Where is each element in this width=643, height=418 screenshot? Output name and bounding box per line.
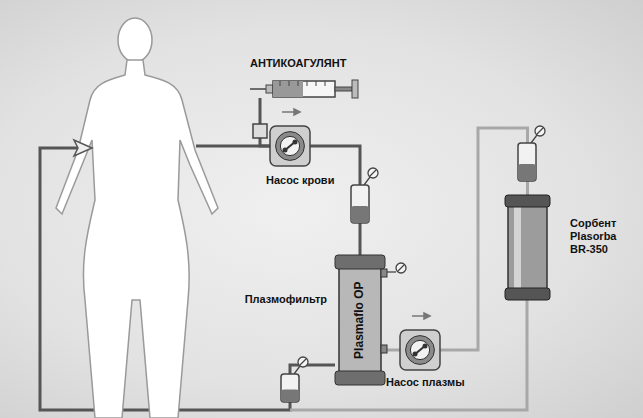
sorbent-label: Сорбент Plasorba BR-350 (570, 217, 636, 257)
blood-pump: Насос крови (270, 126, 310, 166)
plasma-pump-shape (400, 330, 440, 370)
anticoagulant-port (253, 124, 267, 138)
drip-chamber (351, 168, 378, 223)
tube-connector (260, 98, 270, 146)
anticoagulant-syringe: АНТИКОАГУЛЯНТ (250, 80, 360, 98)
plasma-return-tube (290, 300, 527, 410)
pump-label: Насос плазмы (386, 376, 465, 389)
anticoagulant-syringe-shape (250, 80, 360, 98)
syringe-label: АНТИКОАГУЛЯНТ (250, 57, 346, 70)
filter-brand: Plasmaflo OP (353, 281, 367, 358)
drip-chamber (281, 357, 308, 402)
filter-label: Плазмофильтр (245, 293, 327, 306)
plasma-pump: Насос плазмы (400, 330, 440, 370)
pressure-gauge (385, 263, 406, 273)
tube-connector (440, 128, 528, 350)
sorbent-column-shape (505, 195, 550, 300)
sorbent-column: Сорбент Plasorba BR-350 (505, 195, 550, 300)
patient-figure (56, 18, 218, 418)
pump-label: Насос крови (266, 174, 334, 187)
plasma-filter: ПлазмофильтрPlasmaflo OP (335, 255, 385, 385)
drip-chamber (518, 126, 545, 181)
needle-arrow (74, 140, 92, 156)
blood-pump-shape (270, 126, 310, 166)
